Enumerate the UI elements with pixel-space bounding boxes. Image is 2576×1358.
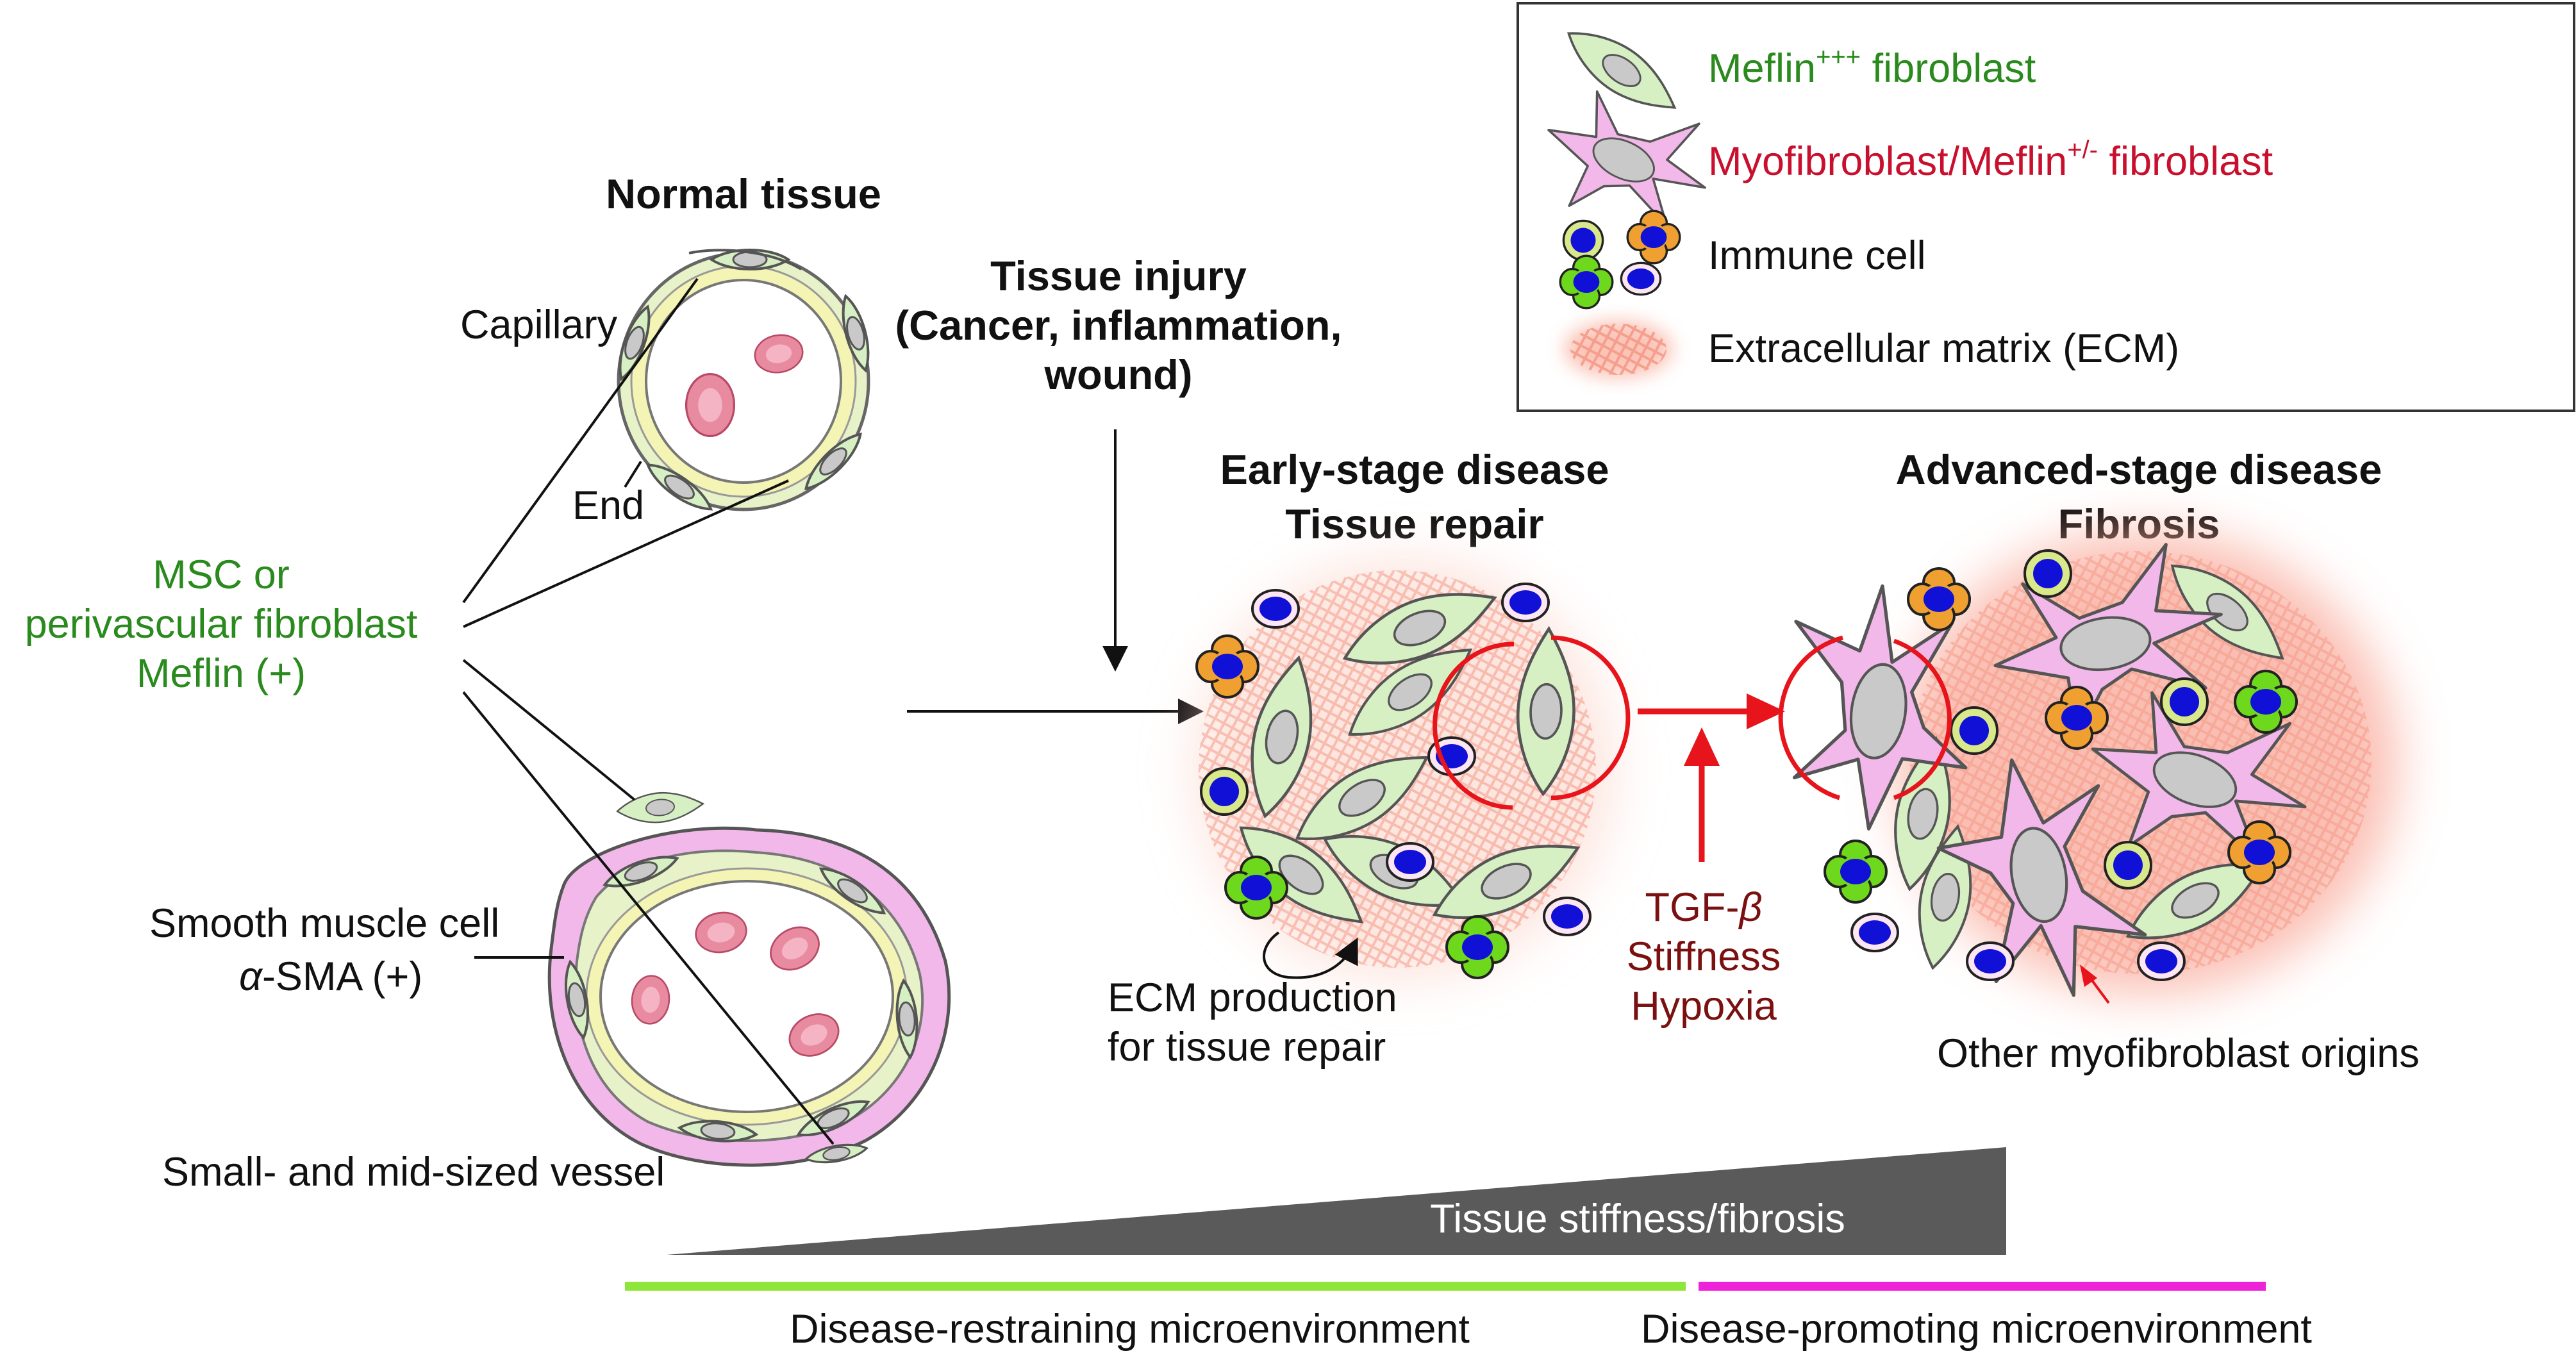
other-origins-arrow (2080, 965, 2110, 1004)
capillary-illustration (611, 249, 877, 518)
ecm-production-arrow (1263, 931, 1358, 979)
promoting-bar (1699, 1282, 2266, 1291)
advanced-highlight-arc-left (1778, 635, 1843, 800)
restraining-label: Disease-restraining microenvironment (790, 1307, 1470, 1352)
early-stage-tissue (1192, 558, 1631, 981)
advanced-stage-tissue (1769, 532, 2397, 1014)
legend-immune-label: Immune cell (1708, 233, 1926, 278)
legend-myofibroblast-label: Myofibroblast/Meflin+/- fibroblast (1708, 136, 2273, 184)
injury-line2: (Cancer, inflammation, (895, 302, 1342, 349)
capillary-label: Capillary (460, 302, 618, 347)
msc-line1: MSC or (153, 552, 290, 597)
injury-line3: wound) (1043, 351, 1192, 398)
injury-line1: Tissue injury (990, 253, 1247, 299)
stiffness-label: Tissue stiffness/fibrosis (1430, 1197, 1845, 1241)
early-title-line2: Tissue repair (1285, 501, 1543, 547)
factor-hypoxia: Hypoxia (1631, 984, 1777, 1029)
ecm-production-line2: for tissue repair (1108, 1025, 1386, 1070)
factor-stiffness: Stiffness (1627, 934, 1781, 979)
msc-line3: Meflin (+) (137, 651, 306, 696)
vessel-illustration (547, 788, 951, 1168)
advanced-title-line1: Advanced-stage disease (1896, 446, 2382, 493)
msc-connector-lines (462, 277, 835, 1145)
early-highlight-arc-right (1550, 635, 1631, 800)
msc-line2: perivascular fibroblast (25, 602, 418, 647)
progression-arrow (1638, 693, 1785, 862)
legend-ecm-icon (1564, 320, 1673, 378)
vessel-label: Small- and mid-sized vessel (162, 1150, 665, 1195)
end-pointer-line (624, 460, 642, 488)
ecm-production-line1: ECM production (1108, 975, 1397, 1020)
advanced-highlight-arc-right (1893, 638, 1952, 800)
legend-box: Meflin+++ fibroblast Myofibroblast/Mefli… (1517, 2, 2575, 412)
factor-tgf-beta: TGF-β (1645, 885, 1763, 930)
alpha-sma-label: α-SMA (+) (239, 954, 422, 999)
stiffness-gradient-wedge (667, 1147, 2006, 1255)
normal-tissue-title: Normal tissue (606, 170, 881, 217)
promoting-label: Disease-promoting microenvironment (1641, 1307, 2312, 1352)
other-origins-label: Other myofibroblast origins (1937, 1031, 2420, 1076)
early-highlight-arc-left (1433, 642, 1515, 810)
end-label: End (572, 483, 644, 528)
legend-meflin-label: Meflin+++ fibroblast (1708, 43, 2036, 91)
legend-ecm-label: Extracellular matrix (ECM) (1708, 326, 2179, 371)
restraining-bar (625, 1282, 1686, 1291)
smooth-muscle-label: Smooth muscle cell (149, 901, 499, 946)
early-title-line1: Early-stage disease (1220, 446, 1609, 493)
